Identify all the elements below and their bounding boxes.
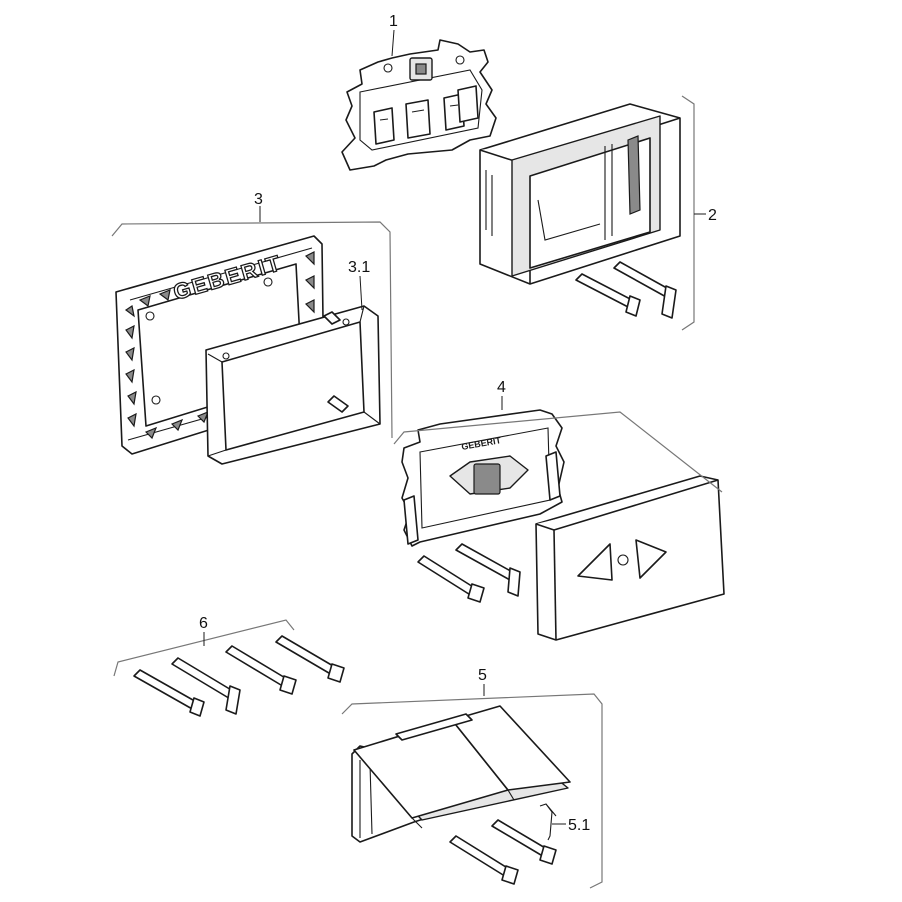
label-part-2: 2: [708, 207, 717, 224]
part-5-housing: [351, 705, 571, 843]
label-part-3-1: 3.1: [348, 259, 370, 276]
leader-3-1: [359, 275, 363, 311]
part-4-carrier-plate: GEBERIT: [401, 409, 565, 547]
part-2-screws: [575, 261, 677, 319]
bracket-part-3: [111, 221, 393, 439]
leader-1: [391, 29, 395, 57]
bracket-part-5: [341, 693, 603, 889]
part-4-actuator-plate: [535, 475, 725, 641]
label-part-6: 6: [199, 615, 208, 632]
label-part-4: 4: [497, 379, 506, 396]
part-1-mounting-bracket: [341, 39, 497, 171]
bracket-part-2: [681, 95, 695, 331]
bracket-part-6: [113, 619, 295, 677]
part-5-screws: [449, 819, 557, 885]
label-part-3: 3: [254, 191, 263, 208]
bracket-part-4: [393, 411, 723, 493]
part-3-1-inner-frame: [205, 305, 381, 465]
label-part-5: 5: [478, 667, 487, 684]
part-2-installation-box: [479, 103, 681, 285]
part-4-screws: [417, 543, 521, 603]
part-5-1-clip: [539, 803, 557, 841]
label-part-1: 1: [389, 13, 398, 30]
part-6-screw-set: [133, 635, 345, 717]
label-part-5-1: 5.1: [568, 817, 590, 834]
